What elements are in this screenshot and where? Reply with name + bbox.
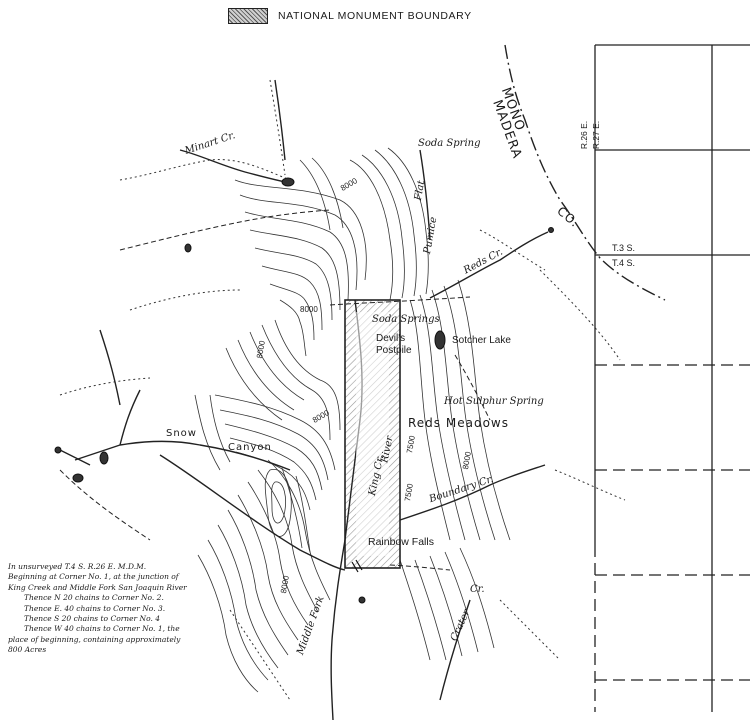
contour-label: 8000 bbox=[300, 305, 318, 314]
reds-meadows-label: Reds Meadows bbox=[408, 416, 509, 430]
description-line: In unsurveyed T.4 S. R.26 E. M.D.M. bbox=[8, 562, 147, 571]
contour-lines bbox=[194, 147, 511, 693]
township-3-label: T.3 S. bbox=[612, 243, 636, 253]
sotcher-lake bbox=[434, 330, 446, 350]
postpile-label: Postpile bbox=[376, 345, 412, 356]
trail bbox=[59, 469, 151, 541]
lake bbox=[281, 177, 295, 187]
soda-spring-north-label: Soda Spring bbox=[418, 138, 481, 149]
trails bbox=[59, 209, 491, 571]
boundary-creek bbox=[399, 464, 546, 521]
canyon-label: Canyon bbox=[228, 442, 272, 453]
county-boundary bbox=[504, 44, 666, 301]
township-4-label: T.4 S. bbox=[612, 258, 636, 268]
snow-canyon-creek bbox=[119, 440, 291, 471]
reds-creek bbox=[429, 231, 549, 299]
minaret-creek bbox=[179, 149, 291, 184]
trail bbox=[454, 354, 491, 421]
description-line: Thence W 40 chains to Corner No. 1, the bbox=[24, 624, 180, 634]
rainbow-falls-marker bbox=[351, 559, 363, 573]
survey-grid bbox=[594, 44, 750, 712]
legend-label: NATIONAL MONUMENT BOUNDARY bbox=[278, 10, 472, 22]
lake bbox=[184, 243, 192, 253]
description-line: place of beginning, containing approxima… bbox=[8, 634, 181, 644]
legend: NATIONAL MONUMENT BOUNDARY bbox=[228, 6, 472, 26]
description-line: Beginning at Corner No. 1, at the juncti… bbox=[8, 572, 179, 582]
crater-cr-label: Cr. bbox=[470, 584, 485, 595]
hot-sulphur-spring-label: Hot Sulphur Spring bbox=[444, 396, 544, 407]
lake bbox=[54, 446, 62, 454]
devils-label: Devil's bbox=[376, 333, 406, 344]
range-26-label: R.26 E. bbox=[579, 120, 590, 150]
description-line: King Creek and Middle Fork San Joaquin R… bbox=[8, 582, 187, 592]
crater-creek bbox=[439, 599, 471, 701]
description-line: Thence E. 40 chains to Corner No. 3. bbox=[24, 603, 166, 613]
monument-interior bbox=[356, 312, 389, 556]
sotcher-lake-label: Sotcher Lake bbox=[452, 335, 511, 346]
lake bbox=[99, 451, 109, 465]
soda-springs-label: Soda Springs bbox=[372, 314, 440, 325]
lake bbox=[358, 596, 366, 604]
lake bbox=[72, 473, 84, 483]
legal-description: In unsurveyed T.4 S. R.26 E. M.D.M. Begi… bbox=[8, 562, 187, 656]
legend-hatch-swatch bbox=[228, 8, 268, 24]
snow-label: Snow bbox=[166, 428, 197, 439]
description-line: Thence N 20 chains to Corner No. 2. bbox=[24, 593, 164, 603]
lakes bbox=[54, 177, 554, 604]
range-27-label: R.27 E. bbox=[591, 120, 602, 150]
rainbow-falls-label: Rainbow Falls bbox=[368, 536, 434, 548]
description-line: 800 Acres bbox=[8, 645, 47, 655]
streams bbox=[59, 79, 626, 701]
lake bbox=[548, 227, 554, 233]
king-creek bbox=[159, 454, 346, 571]
description-line: Thence S 20 chains to Corner No. 4 bbox=[24, 614, 161, 624]
trail bbox=[119, 209, 331, 251]
